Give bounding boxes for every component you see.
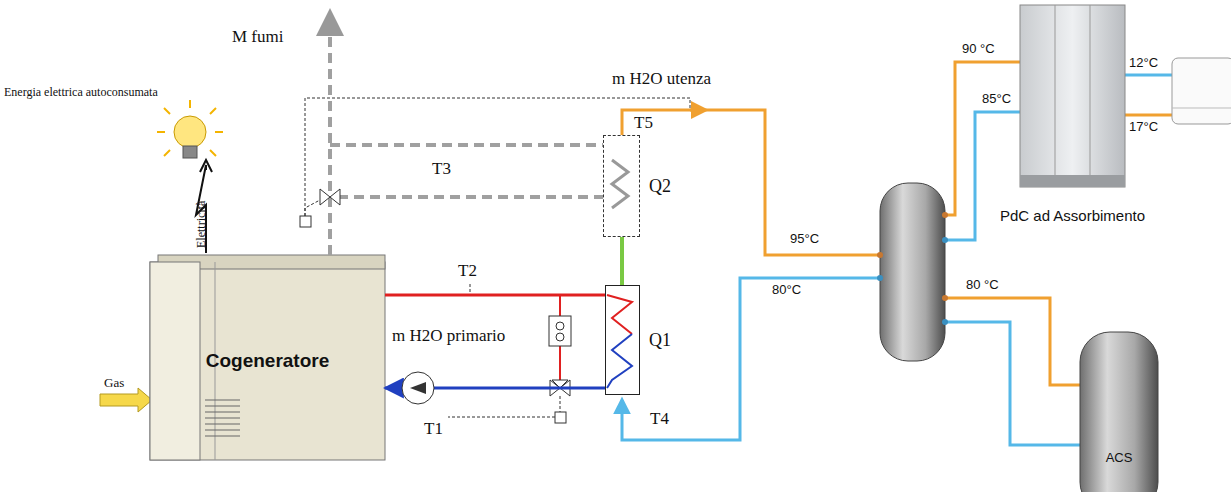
temperature-label: 12°C: [1129, 56, 1158, 70]
pipe-connector: [385, 294, 605, 297]
light-bulb: [157, 100, 223, 158]
dhw-tank-box: ACS: [1080, 332, 1158, 492]
annotation: Elettricità: [195, 201, 208, 248]
heat-exchanger: Q1: [605, 285, 640, 395]
node-label: Q2: [649, 176, 671, 197]
sensor-label: T4: [650, 410, 669, 429]
sensor-label: T2: [458, 262, 477, 281]
pump-symbol: [402, 372, 434, 404]
exhaust-duct: [330, 22, 603, 255]
annotation: m H2O primario: [392, 327, 505, 346]
temperature-label: 95°C: [790, 232, 819, 246]
cogenerator-box: Cogeneratore: [150, 262, 385, 460]
sensor-label: T3: [432, 160, 451, 179]
indoor-unit: [1172, 58, 1231, 124]
cooling-fan: [549, 316, 571, 346]
node-label: Cogeneratore: [206, 350, 330, 372]
absorption-chiller: [1020, 5, 1125, 187]
sensor-label: T5: [634, 114, 653, 133]
annotation: m H2O utenza: [612, 70, 711, 89]
exhaust-valve: [320, 189, 340, 205]
annotation: Energia elettrica autoconsumata: [4, 86, 158, 99]
pipe-connector: [620, 237, 624, 285]
return-pipe: [622, 278, 880, 440]
node-label: Q1: [649, 330, 671, 351]
dhw-tank: [1080, 332, 1158, 492]
storage-tank: [880, 183, 945, 361]
absorption-chiller-box: PdC ad Assorbimento: [1020, 5, 1125, 187]
temperature-label: 80°C: [772, 283, 801, 297]
cogenerator-housing: [150, 255, 385, 460]
node-label: ACS: [1106, 450, 1133, 465]
control-line: [305, 98, 690, 216]
hot-pipe: [622, 110, 880, 255]
sensor-label: T1: [424, 420, 443, 439]
temperature-label: 90 °C: [962, 42, 995, 56]
annotation: Gas: [104, 376, 124, 390]
temperature-label: 17°C: [1129, 120, 1158, 134]
gas-arrow: [100, 388, 152, 412]
flue-heat-exchanger: Q2: [603, 135, 640, 237]
annotation: M fumi: [232, 28, 283, 47]
temperature-label: 80 °C: [966, 278, 999, 292]
node-label: PdC ad Assorbimento: [1000, 207, 1145, 224]
temperature-label: 85°C: [982, 92, 1011, 106]
